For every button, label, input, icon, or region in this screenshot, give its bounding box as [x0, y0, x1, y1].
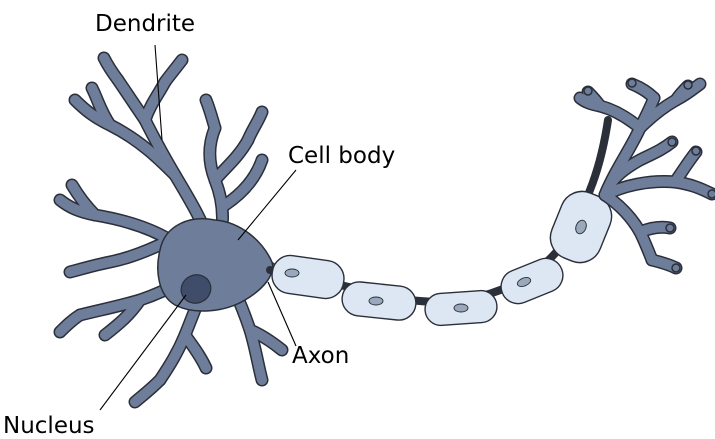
- cell-body: [158, 219, 273, 311]
- dendrite-label: Dendrite: [95, 13, 195, 36]
- axon-label: Axon: [292, 345, 349, 368]
- nucleus-label: Nucleus: [3, 415, 95, 438]
- myelin-sheaths: [270, 185, 619, 327]
- cell-body-label: Cell body: [288, 145, 395, 168]
